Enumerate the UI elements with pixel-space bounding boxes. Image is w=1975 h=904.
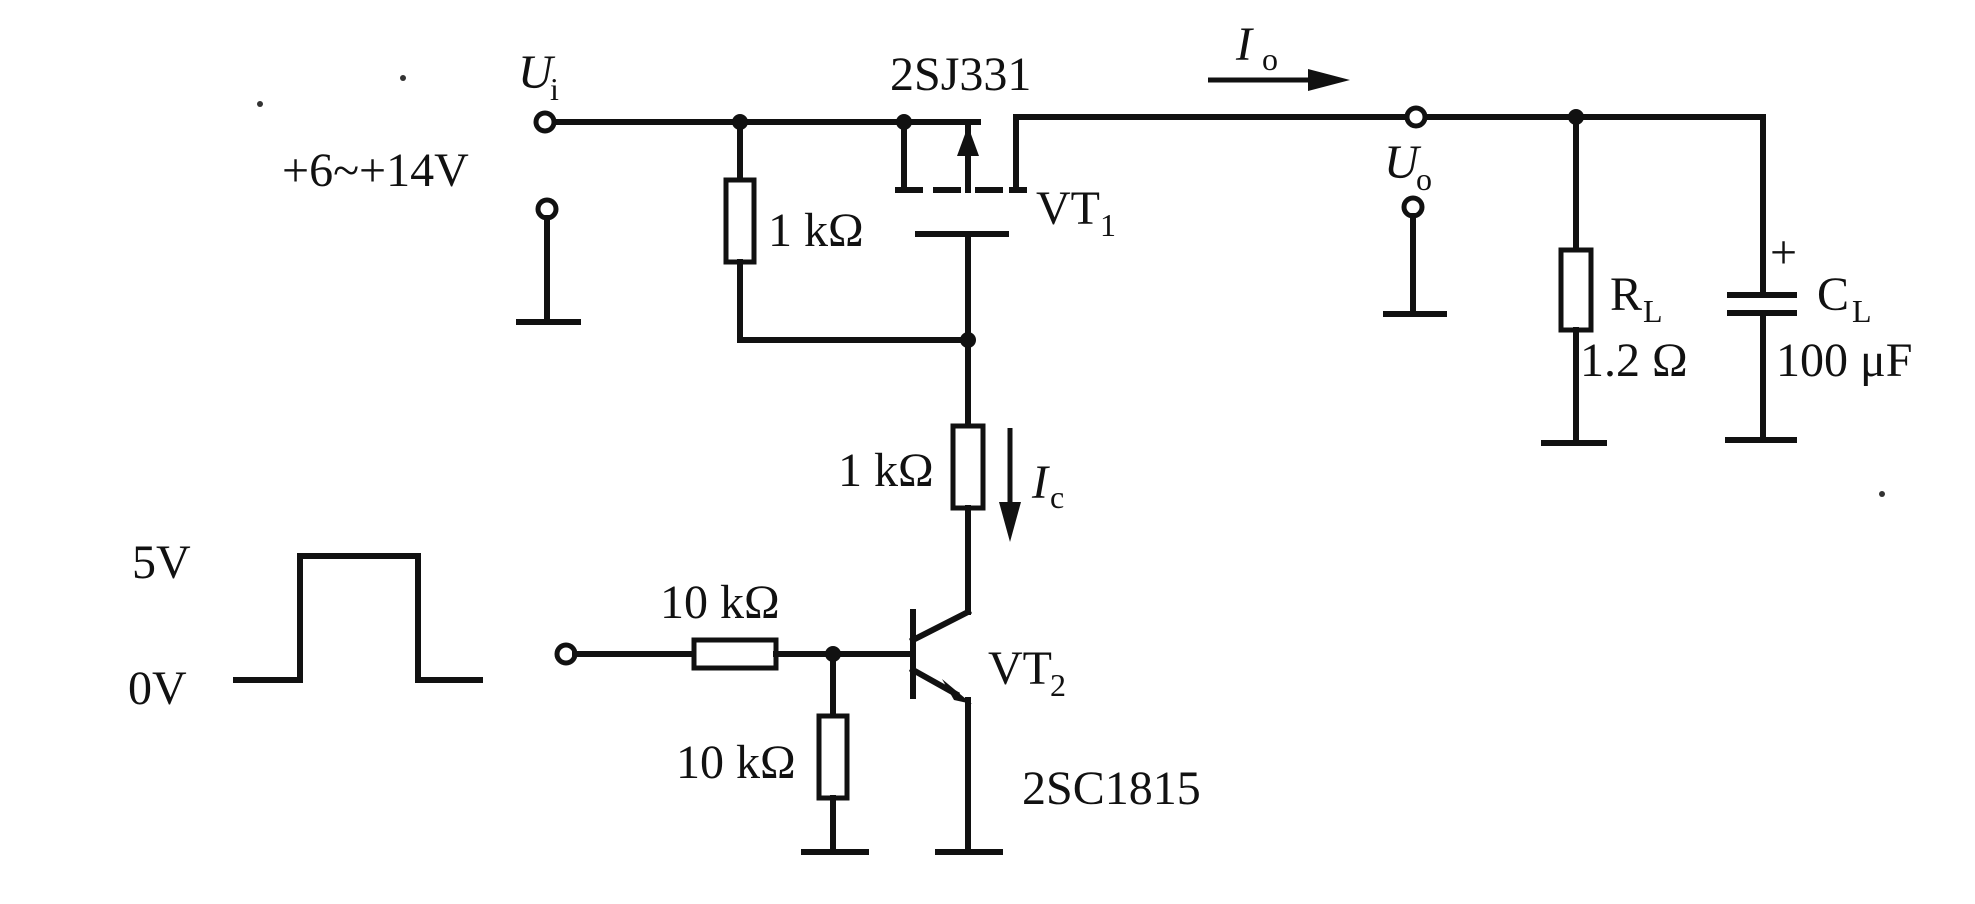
load-resistor-subscript: L <box>1643 293 1663 329</box>
scan-specks <box>257 75 1885 497</box>
collector-current-symbol: I <box>1031 456 1050 509</box>
vt2-transistor-symbol <box>908 607 1003 855</box>
output-current-arrow <box>1208 69 1350 91</box>
base-input-network <box>554 637 916 855</box>
input-voltage-symbol: U <box>518 46 556 99</box>
load-resistor-value: 1.2 Ω <box>1580 334 1688 387</box>
junction-dots <box>732 109 1584 662</box>
input-voltage-subscript: i <box>550 71 559 107</box>
gate-resistor <box>723 119 971 343</box>
load-capacitor <box>1725 114 1797 443</box>
collector-resistor-value: 1 kΩ <box>838 444 934 497</box>
capacitor-polarity: + <box>1770 226 1797 279</box>
output-voltage-symbol: U <box>1384 136 1422 189</box>
vt2-designator: VT <box>988 642 1052 695</box>
pulse-low-level: 0V <box>128 662 187 715</box>
input-terminal <box>516 110 581 325</box>
collector-resistor <box>950 337 986 615</box>
input-voltage-range: +6~+14V <box>282 144 469 197</box>
load-capacitor-name: C <box>1817 268 1849 321</box>
load-capacitor-value: 100 μF <box>1776 334 1912 387</box>
load-resistor-name: R <box>1610 268 1642 321</box>
output-terminal <box>1383 105 1447 317</box>
base-resistor-value: 10 kΩ <box>660 576 780 629</box>
gate-resistor-value: 1 kΩ <box>768 204 864 257</box>
vt1-designator-subscript: 1 <box>1100 207 1116 243</box>
pulse-high-level: 5V <box>132 536 191 589</box>
vt1-mosfet-symbol <box>895 114 1027 343</box>
output-current-symbol: I <box>1235 18 1254 71</box>
pulldown-resistor-value: 10 kΩ <box>676 736 796 789</box>
vt1-part-number: 2SJ331 <box>890 48 1031 101</box>
vt2-part-number: 2SC1815 <box>1022 762 1201 815</box>
load-capacitor-subscript: L <box>1852 293 1872 329</box>
vt1-designator: VT <box>1036 182 1100 235</box>
vt2-designator-subscript: 2 <box>1050 667 1066 703</box>
pulse-waveform <box>233 553 483 683</box>
output-voltage-subscript: o <box>1416 161 1432 197</box>
collector-current-subscript: c <box>1050 479 1064 515</box>
load-resistor <box>1541 114 1607 446</box>
collector-current-arrow <box>999 428 1021 542</box>
output-current-subscript: o <box>1262 41 1278 77</box>
